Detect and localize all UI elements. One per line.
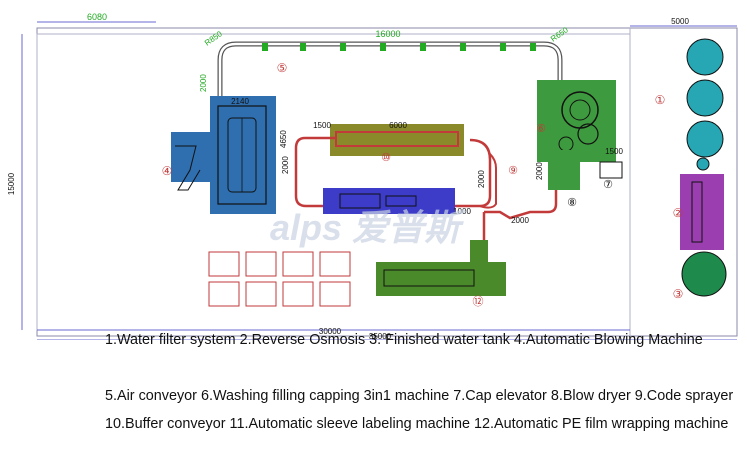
wrapping-tunnel <box>383 269 475 287</box>
preform-hopper <box>175 145 201 191</box>
filling-rotor-core <box>569 99 591 121</box>
dim-buffer-len: 6000 <box>389 121 407 130</box>
marker-6: ⑥ <box>536 123 546 135</box>
air-conveyor <box>217 41 563 96</box>
layout-diagram: 6080 5000 15000 30000 35000 16000 R850 R… <box>7 12 738 341</box>
filling-machine-zone <box>537 80 616 162</box>
legend-line-3: 10.Buffer conveyor 11.Automatic sleeve l… <box>105 416 729 432</box>
marker-1: ① <box>655 93 666 107</box>
dim-air-drop: 2000 <box>199 74 208 92</box>
marker-7: ⑦ <box>603 179 613 191</box>
finished-water-tank <box>681 251 727 297</box>
dim-conv-drop-right: 2000 <box>477 170 486 188</box>
labeling-unit <box>339 193 381 209</box>
air-conveyor-fans <box>262 43 536 51</box>
blowing-frame <box>217 105 267 205</box>
buffer-conveyor-zone <box>330 124 464 156</box>
dim-label-right: 1000 <box>453 207 471 216</box>
marker-2: ② <box>673 206 684 220</box>
marker-4: ④ <box>162 164 173 178</box>
capping-head <box>577 123 599 145</box>
dim-right-zone: 5000 <box>671 17 689 26</box>
marker-8: ⑧ <box>567 197 577 209</box>
bottle-conveyor-loop <box>294 136 492 208</box>
labeling-machine-zone <box>323 188 455 214</box>
dim-filling-side: 1500 <box>605 147 623 156</box>
marker-10: ⑩ <box>381 152 391 164</box>
legend-line-1: 1.Water filter system 2.Reverse Osmosis … <box>105 332 703 348</box>
dim-buffer-drop: 2000 <box>281 156 290 174</box>
plant-layout-svg: 6080 5000 15000 30000 35000 16000 R850 R… <box>7 12 738 341</box>
brand-watermark: alps 爱普斯 <box>270 207 467 248</box>
dim-dryer-v: 2000 <box>535 162 544 180</box>
wrapping-infeed <box>470 240 488 290</box>
inner-boundary <box>36 33 631 331</box>
marker-9: ⑨ <box>508 165 518 177</box>
ro-membranes <box>691 181 703 243</box>
dim-blowing-height: 4650 <box>279 130 288 148</box>
pallet-storage-area <box>208 251 351 307</box>
water-filter-tanks <box>686 38 724 171</box>
dim-elbow-left: R850 <box>203 29 224 48</box>
dim-left-zone: 6080 <box>87 12 107 22</box>
marker-5: ⑤ <box>277 61 288 75</box>
filling-infeed <box>548 150 580 190</box>
dim-total-width: 35000 <box>369 332 392 340</box>
conveyor-return <box>479 153 497 209</box>
marker-3: ③ <box>673 287 684 301</box>
dim-height: 15000 <box>7 172 16 195</box>
dim-blowing-width: 2140 <box>231 97 249 106</box>
dim-top-conveyor: 16000 <box>375 29 400 39</box>
marker-12: ⑫ <box>473 295 484 308</box>
labeling-shrink <box>385 195 417 207</box>
blowing-machine <box>210 96 276 214</box>
conveyor-to-dryer <box>484 176 558 220</box>
dim-buffer-left: 1500 <box>313 121 331 130</box>
cap-elevator <box>599 161 623 179</box>
legend-line-2: 5.Air conveyor 6.Washing filling capping… <box>105 388 734 404</box>
air-conveyor-inner <box>218 42 562 96</box>
dim-inner-width: 30000 <box>319 327 342 336</box>
dim-dryer-run: 2000 <box>511 216 529 225</box>
